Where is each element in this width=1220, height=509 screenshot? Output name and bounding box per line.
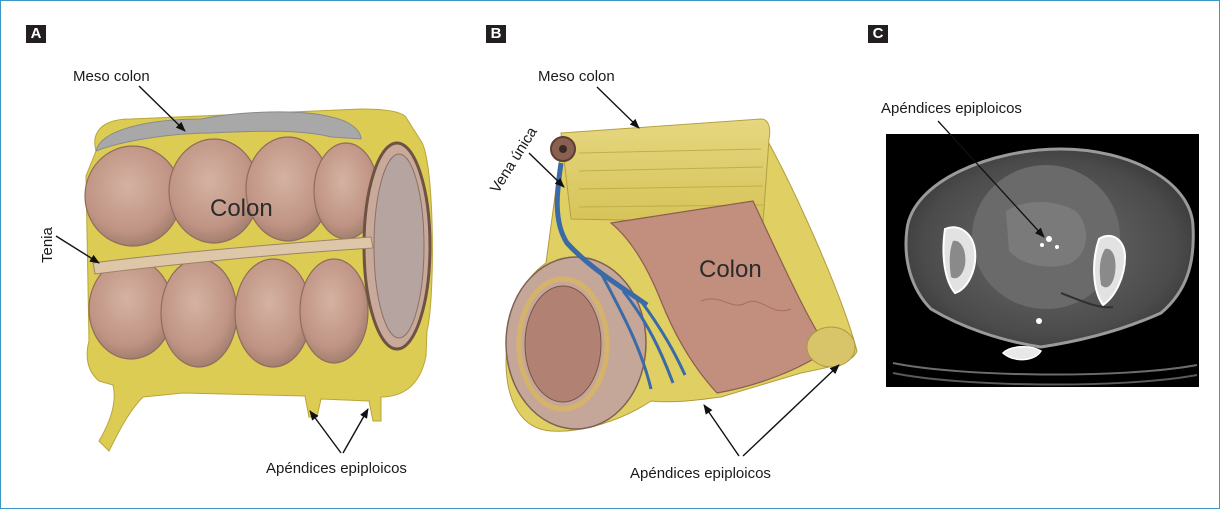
panel-c-ct-bright-spot bbox=[1055, 245, 1059, 249]
panel-a-appendices-arrow-right bbox=[343, 409, 368, 453]
panel-b-illustration bbox=[506, 119, 857, 431]
panel-a-haustrum bbox=[161, 259, 237, 367]
panel-b-vein-lumen bbox=[559, 145, 567, 153]
panel-c-ct-bright-spot bbox=[1046, 236, 1052, 242]
panel-a-illustration bbox=[85, 109, 432, 451]
panel-a-meso-colon-label: Meso colon bbox=[73, 68, 150, 85]
panel-a-haustrum bbox=[85, 146, 181, 246]
panel-c-ct-scan bbox=[886, 134, 1199, 387]
panel-a-colon-lumen bbox=[374, 154, 424, 338]
panel-a-haustrum bbox=[300, 259, 368, 363]
panel-b-cross-section-lumen bbox=[525, 286, 601, 402]
panel-b-vena-unica-label: Vena única bbox=[487, 124, 541, 197]
panel-b-appendices-arrow-left bbox=[704, 405, 739, 456]
panel-a-appendices-label: Apéndices epiploicos bbox=[266, 460, 407, 477]
panel-b-appendices-label: Apéndices epiploicos bbox=[630, 465, 771, 482]
panel-c-ct-bright-spot bbox=[1040, 243, 1044, 247]
panel-a-colon-label: Colon bbox=[210, 195, 273, 222]
panel-a-appendices-arrow-left bbox=[310, 411, 341, 453]
panel-b-meso-colon-label: Meso colon bbox=[538, 68, 615, 85]
panel-a-haustrum bbox=[89, 259, 173, 359]
panel-a-tenia-label: Tenia bbox=[39, 226, 56, 263]
panel-b-appendix-pouch bbox=[807, 327, 855, 367]
panel-c-ct-bright-spot bbox=[1036, 318, 1042, 324]
panel-b-meso-colon-arrow bbox=[597, 87, 639, 128]
panel-c-appendices-label: Apéndices epiploicos bbox=[881, 100, 1022, 117]
panel-c-ct-bowel bbox=[1006, 202, 1086, 267]
panel-b-colon-label: Colon bbox=[699, 256, 762, 283]
